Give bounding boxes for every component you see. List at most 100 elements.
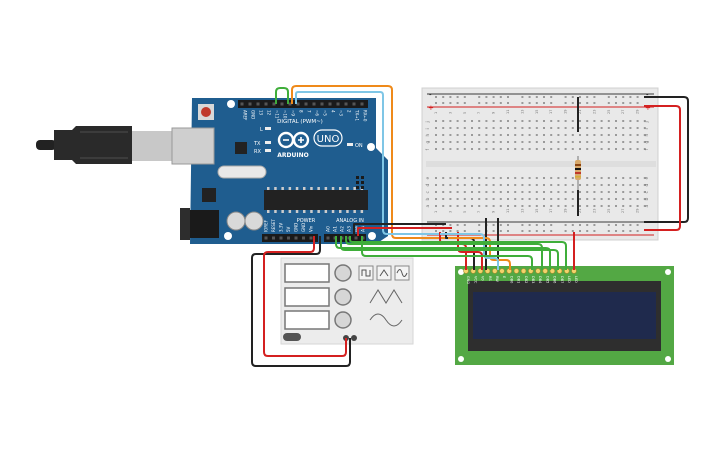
terminal-hole[interactable] — [636, 141, 639, 143]
terminal-hole[interactable] — [579, 120, 581, 122]
terminal-hole[interactable] — [557, 148, 560, 150]
terminal-hole[interactable] — [600, 141, 603, 143]
terminal-hole[interactable] — [449, 134, 452, 136]
terminal-hole[interactable] — [557, 184, 560, 186]
terminal-hole[interactable] — [478, 148, 481, 150]
terminal-hole[interactable] — [629, 191, 632, 193]
terminal-hole[interactable] — [435, 198, 437, 200]
terminal-hole[interactable] — [471, 148, 473, 150]
terminal-hole[interactable] — [535, 134, 538, 136]
rail-hole[interactable] — [629, 96, 632, 98]
digital-pin[interactable] — [256, 102, 260, 106]
terminal-hole[interactable] — [499, 177, 502, 179]
terminal-hole[interactable] — [492, 198, 495, 200]
terminal-hole[interactable] — [550, 198, 553, 200]
terminal-hole[interactable] — [579, 141, 581, 143]
terminal-hole[interactable] — [629, 141, 632, 143]
terminal-hole[interactable] — [442, 120, 445, 122]
rail-hole[interactable] — [615, 96, 617, 98]
terminal-hole[interactable] — [593, 134, 596, 136]
terminal-hole[interactable] — [528, 184, 531, 186]
rail-hole[interactable] — [564, 102, 567, 104]
terminal-hole[interactable] — [514, 141, 517, 143]
terminal-hole[interactable] — [507, 191, 509, 193]
rail-hole[interactable] — [449, 224, 452, 226]
terminal-hole[interactable] — [571, 184, 574, 186]
digital-pin[interactable] — [272, 102, 276, 106]
terminal-hole[interactable] — [521, 141, 524, 143]
terminal-hole[interactable] — [463, 134, 466, 136]
terminal-hole[interactable] — [571, 177, 574, 179]
terminal-hole[interactable] — [593, 205, 596, 207]
rail-hole[interactable] — [492, 230, 495, 232]
terminal-hole[interactable] — [521, 205, 524, 207]
terminal-hole[interactable] — [643, 198, 646, 200]
terminal-hole[interactable] — [449, 141, 452, 143]
terminal-hole[interactable] — [442, 198, 445, 200]
terminal-hole[interactable] — [471, 177, 473, 179]
terminal-hole[interactable] — [571, 127, 574, 129]
rail-hole[interactable] — [478, 96, 481, 98]
terminal-hole[interactable] — [636, 205, 639, 207]
terminal-hole[interactable] — [579, 148, 581, 150]
terminal-hole[interactable] — [499, 184, 502, 186]
rail-hole[interactable] — [528, 96, 531, 98]
terminal-hole[interactable] — [593, 198, 596, 200]
terminal-hole[interactable] — [550, 148, 553, 150]
terminal-hole[interactable] — [550, 134, 553, 136]
rail-hole[interactable] — [593, 224, 596, 226]
rail-hole[interactable] — [636, 230, 639, 232]
wire-green[interactable] — [361, 236, 533, 270]
terminal-hole[interactable] — [636, 198, 639, 200]
rail-hole[interactable] — [607, 224, 610, 226]
rail-hole[interactable] — [579, 102, 581, 104]
terminal-hole[interactable] — [456, 127, 459, 129]
digital-pin[interactable] — [264, 102, 268, 106]
terminal-hole[interactable] — [442, 127, 445, 129]
terminal-hole[interactable] — [471, 191, 473, 193]
terminal-hole[interactable] — [643, 134, 646, 136]
terminal-hole[interactable] — [543, 120, 545, 122]
terminal-hole[interactable] — [543, 127, 545, 129]
analog-pin[interactable] — [354, 236, 358, 240]
lcd-pin[interactable] — [520, 268, 527, 274]
rail-hole[interactable] — [564, 224, 567, 226]
rail-hole[interactable] — [571, 230, 574, 232]
rail-hole[interactable] — [442, 102, 445, 104]
terminal-hole[interactable] — [550, 120, 553, 122]
rail-hole[interactable] — [456, 230, 459, 232]
rail-hole[interactable] — [586, 224, 589, 226]
terminal-hole[interactable] — [492, 205, 495, 207]
reset-button[interactable] — [198, 104, 214, 120]
rail-hole[interactable] — [593, 102, 596, 104]
terminal-hole[interactable] — [622, 205, 625, 207]
power-pin[interactable] — [309, 236, 313, 240]
terminal-hole[interactable] — [643, 177, 646, 179]
terminal-hole[interactable] — [471, 134, 473, 136]
terminal-hole[interactable] — [471, 184, 473, 186]
terminal-hole[interactable] — [622, 148, 625, 150]
terminal-hole[interactable] — [615, 134, 617, 136]
terminal-hole[interactable] — [492, 177, 495, 179]
terminal-hole[interactable] — [579, 198, 581, 200]
terminal-hole[interactable] — [600, 120, 603, 122]
terminal-hole[interactable] — [586, 191, 589, 193]
terminal-hole[interactable] — [622, 177, 625, 179]
terminal-hole[interactable] — [557, 120, 560, 122]
rail-hole[interactable] — [586, 230, 589, 232]
terminal-hole[interactable] — [528, 148, 531, 150]
terminal-hole[interactable] — [629, 127, 632, 129]
rail-hole[interactable] — [636, 224, 639, 226]
rail-hole[interactable] — [456, 224, 459, 226]
terminal-hole[interactable] — [499, 134, 502, 136]
terminal-hole[interactable] — [615, 205, 617, 207]
digital-pin[interactable] — [360, 102, 364, 106]
terminal-hole[interactable] — [564, 120, 567, 122]
terminal-hole[interactable] — [478, 184, 481, 186]
terminal-hole[interactable] — [456, 148, 459, 150]
terminal-hole[interactable] — [586, 205, 589, 207]
terminal-hole[interactable] — [507, 198, 509, 200]
digital-pin[interactable] — [280, 102, 284, 106]
terminal-hole[interactable] — [514, 198, 517, 200]
terminal-hole[interactable] — [449, 177, 452, 179]
